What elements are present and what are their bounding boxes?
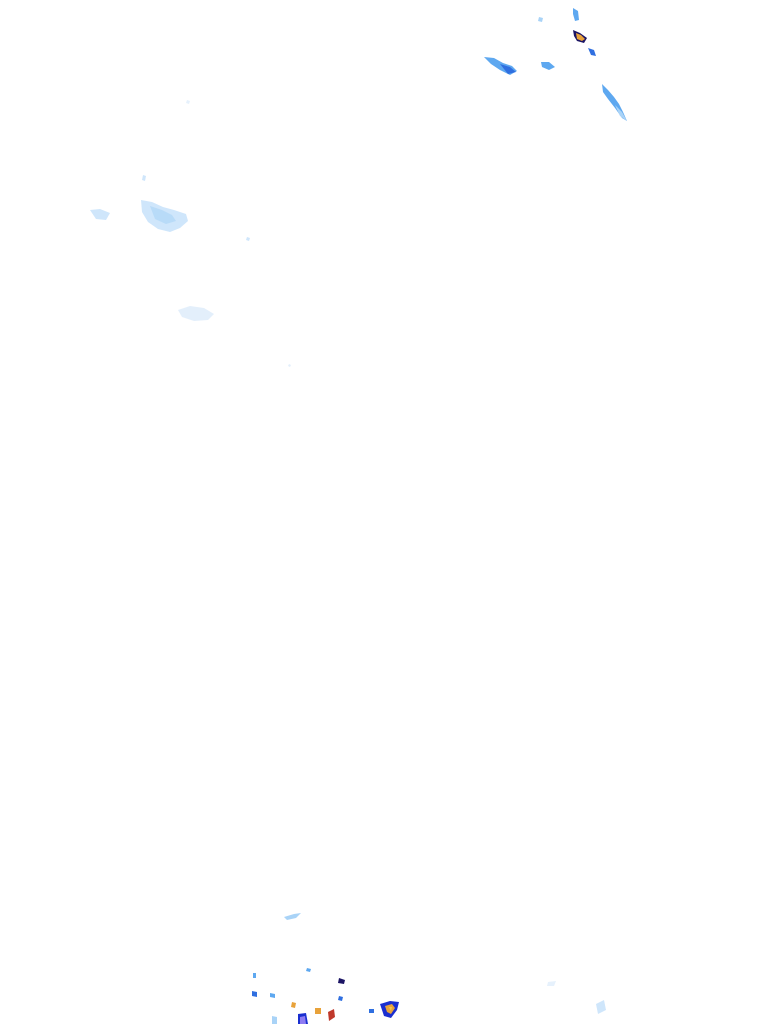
echo-core-ne-fill <box>576 33 585 41</box>
echo-dot-s-3 <box>252 991 257 997</box>
echo-core-s-peak <box>389 1007 392 1011</box>
echo-streak-ne-1-edge <box>500 64 516 74</box>
echo-dot-wc-2 <box>288 364 291 367</box>
echo-cluster-west-central <box>178 306 291 367</box>
echo-dot-nw-5 <box>186 100 190 104</box>
echo-dot-s-9 <box>338 978 345 984</box>
echo-dot-s-8 <box>306 968 311 972</box>
echo-dot-s-2 <box>253 973 256 978</box>
echo-cluster-northwest <box>90 100 250 241</box>
echo-cluster-northeast <box>484 8 627 121</box>
echo-patch-nw-1-inner <box>150 206 176 224</box>
echo-dot-ne-3 <box>538 17 543 22</box>
echo-dot-s-7 <box>291 1002 296 1008</box>
echo-streak-ne-4 <box>573 8 579 21</box>
echo-dot-s-10 <box>338 996 343 1001</box>
echo-blob-ne-2 <box>541 62 555 70</box>
echo-cluster-south <box>252 913 606 1024</box>
echo-dot-s-15 <box>547 981 556 986</box>
echo-streak-s-14 <box>596 1000 606 1014</box>
echo-dot-s-4 <box>270 993 275 998</box>
echo-dot-nw-3 <box>142 175 146 181</box>
echo-patch-wc-1 <box>178 306 214 321</box>
echo-streak-ne-5 <box>588 48 596 56</box>
echo-dot-s-12 <box>315 1008 321 1014</box>
echo-cell-s-6-inner <box>300 1016 306 1024</box>
echo-dot-s-5 <box>272 1016 277 1024</box>
echo-cell-south-core <box>380 1001 399 1018</box>
echo-cell-northeast-core <box>573 30 587 43</box>
echo-dot-nw-4 <box>246 237 250 241</box>
echo-dot-s-11 <box>328 1009 335 1021</box>
echo-streak-ne-6-light <box>615 105 627 121</box>
echo-streak-s-1 <box>284 913 301 920</box>
echo-dot-s-13 <box>369 1009 374 1013</box>
echo-patch-nw-2 <box>90 209 110 220</box>
